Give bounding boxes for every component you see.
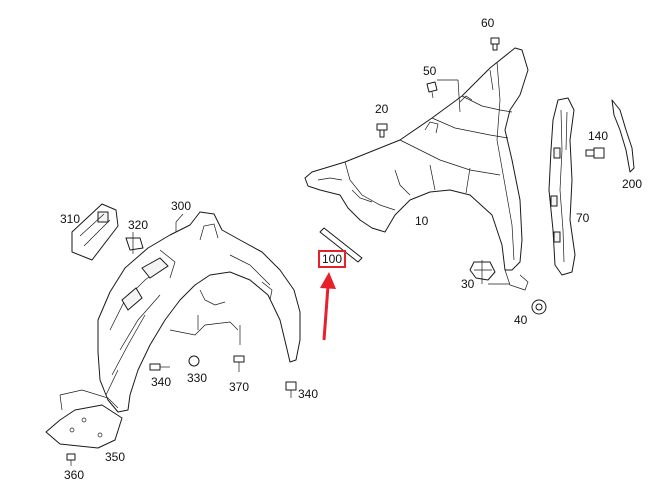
part-label-20: 20 — [375, 102, 389, 116]
part-label-360: 360 — [64, 468, 85, 482]
highlight-arrow — [320, 272, 336, 341]
clip-320-drawing — [125, 232, 144, 254]
part-label-50: 50 — [423, 64, 437, 78]
part-label-370: 370 — [229, 380, 250, 394]
screw-340b-drawing — [285, 381, 297, 398]
fender-drawing — [304, 47, 529, 291]
bolt-140-drawing — [585, 147, 605, 159]
bracket-70-drawing — [548, 97, 576, 276]
part-label-320: 320 — [128, 218, 149, 232]
part-label-310: 310 — [60, 212, 81, 226]
nut-330-drawing — [188, 355, 200, 367]
screw-370-drawing — [233, 355, 245, 372]
part-label-140: 140 — [588, 129, 609, 143]
screw-340a-drawing — [149, 363, 170, 371]
part-label-340-left: 340 — [151, 375, 172, 389]
part-label-300: 300 — [171, 199, 192, 213]
seal-200-drawing — [611, 99, 635, 173]
part-label-200: 200 — [622, 177, 643, 191]
part-label-40: 40 — [514, 313, 528, 327]
wheel-arch-liner-drawing — [97, 211, 301, 413]
part-label-10: 10 — [415, 214, 429, 228]
nut-40-drawing — [531, 299, 547, 315]
clip-30-drawing — [469, 260, 510, 285]
shield-350-drawing — [45, 389, 123, 449]
part-label-30: 30 — [461, 277, 475, 291]
part-label-350: 350 — [105, 450, 126, 464]
part-label-340-right: 340 — [298, 387, 319, 401]
bracket-310-drawing — [71, 203, 119, 261]
screw-360-drawing — [66, 453, 76, 466]
bolt-60-drawing — [490, 37, 500, 51]
part-label-100-highlighted: 100 — [318, 250, 347, 268]
part-label-330: 330 — [187, 371, 208, 385]
part-label-70: 70 — [576, 211, 590, 225]
clip-50-drawing — [426, 79, 458, 99]
part-label-60: 60 — [481, 16, 495, 30]
bolt-20-drawing — [376, 123, 388, 138]
